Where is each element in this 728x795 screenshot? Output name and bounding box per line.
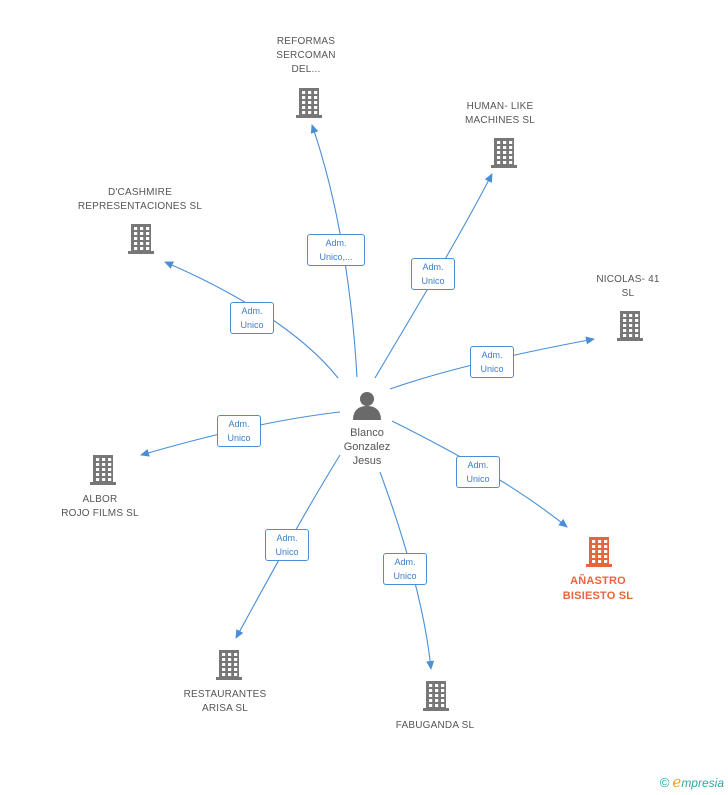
building-icon-human[interactable] bbox=[491, 138, 517, 168]
center-name-line: Blanco bbox=[350, 427, 384, 439]
edge-label-fabuganda[interactable]: Adm. Unico bbox=[383, 553, 427, 585]
empresia-logo: ©empresia bbox=[660, 773, 724, 791]
node-label-human[interactable]: HUMAN- LIKE MACHINES SL bbox=[440, 100, 560, 128]
node-label-line: SL bbox=[621, 288, 635, 299]
node-label-dcashmire[interactable]: D'CASHMIRE REPRESENTACIONES SL bbox=[60, 186, 220, 214]
edge-label-line: Adm. bbox=[394, 557, 416, 567]
edge-label-line: Adm. bbox=[422, 262, 444, 272]
center-name-line: Jesus bbox=[352, 455, 382, 467]
node-label-line: ALBOR bbox=[82, 494, 118, 505]
center-person-name: Blanco Gonzalez Jesus bbox=[327, 426, 407, 468]
node-label-fabuganda[interactable]: FABUGANDA SL bbox=[380, 719, 490, 733]
edge-label-line: Adm. bbox=[276, 533, 298, 543]
node-label-line: FABUGANDA SL bbox=[395, 720, 475, 731]
node-label-line: DEL... bbox=[291, 64, 321, 75]
node-label-line: NICOLAS- 41 bbox=[596, 274, 660, 285]
copyright-icon: © bbox=[659, 775, 670, 790]
edge-label-line: Unico bbox=[227, 433, 251, 443]
center-name-line: Gonzalez bbox=[343, 441, 391, 453]
node-label-albor[interactable]: ALBOR ROJO FILMS SL bbox=[50, 493, 150, 521]
building-icon-anastro[interactable] bbox=[586, 537, 612, 567]
edge-label-line: Adm. bbox=[325, 238, 347, 248]
edge-label-restaurantes[interactable]: Adm. Unico bbox=[265, 529, 309, 561]
edge-label-reformas[interactable]: Adm. Unico,... bbox=[307, 234, 365, 266]
edge-label-human[interactable]: Adm. Unico bbox=[411, 258, 455, 290]
node-label-line: ROJO FILMS SL bbox=[61, 508, 139, 519]
building-icon-reformas[interactable] bbox=[296, 88, 322, 118]
edge-label-line: Unico bbox=[240, 320, 264, 330]
node-label-line: BISIESTO SL bbox=[562, 590, 634, 602]
building-icon-albor[interactable] bbox=[90, 455, 116, 485]
edge-label-line: Adm. bbox=[467, 460, 489, 470]
building-icon-nicolas[interactable] bbox=[617, 311, 643, 341]
node-label-line: RESTAURANTES bbox=[183, 689, 267, 700]
edge-label-nicolas[interactable]: Adm. Unico bbox=[470, 346, 514, 378]
building-icon-restaurantes[interactable] bbox=[216, 650, 242, 680]
node-label-line: REPRESENTACIONES SL bbox=[77, 201, 203, 212]
node-label-nicolas[interactable]: NICOLAS- 41 SL bbox=[578, 273, 678, 301]
edge-label-line: Unico bbox=[275, 547, 299, 557]
edge-label-albor[interactable]: Adm. Unico bbox=[217, 415, 261, 447]
node-label-line: ARISA SL bbox=[201, 703, 249, 714]
building-icon-dcashmire[interactable] bbox=[128, 224, 154, 254]
node-label-anastro[interactable]: AÑASTRO BISIESTO SL bbox=[546, 574, 650, 604]
building-icon-fabuganda[interactable] bbox=[423, 681, 449, 711]
brand-name: mpresia bbox=[681, 776, 724, 790]
edge-label-line: Unico,... bbox=[319, 252, 353, 262]
edge-label-dcashmire[interactable]: Adm. Unico bbox=[230, 302, 274, 334]
node-label-line: D'CASHMIRE bbox=[108, 187, 172, 198]
node-label-line: HUMAN- LIKE bbox=[466, 101, 534, 112]
edge-label-line: Adm. bbox=[481, 350, 503, 360]
center-person[interactable] bbox=[350, 390, 384, 420]
node-label-reformas[interactable]: REFORMAS SERCOMAN DEL... bbox=[256, 35, 356, 77]
brand-e: e bbox=[672, 773, 682, 791]
edge-label-line: Unico bbox=[393, 571, 417, 581]
node-label-restaurantes[interactable]: RESTAURANTES ARISA SL bbox=[170, 688, 280, 716]
node-label-line: SERCOMAN bbox=[276, 50, 336, 61]
edge-label-line: Unico bbox=[421, 276, 445, 286]
edge-label-line: Unico bbox=[466, 474, 490, 484]
node-label-line: AÑASTRO bbox=[570, 575, 626, 587]
node-label-line: REFORMAS bbox=[276, 36, 336, 47]
edge-label-line: Adm. bbox=[228, 419, 250, 429]
edge-label-anastro[interactable]: Adm. Unico bbox=[456, 456, 500, 488]
node-label-line: MACHINES SL bbox=[465, 115, 535, 126]
person-icon bbox=[353, 392, 381, 420]
edge-label-line: Adm. bbox=[241, 306, 263, 316]
edge-label-line: Unico bbox=[480, 364, 504, 374]
